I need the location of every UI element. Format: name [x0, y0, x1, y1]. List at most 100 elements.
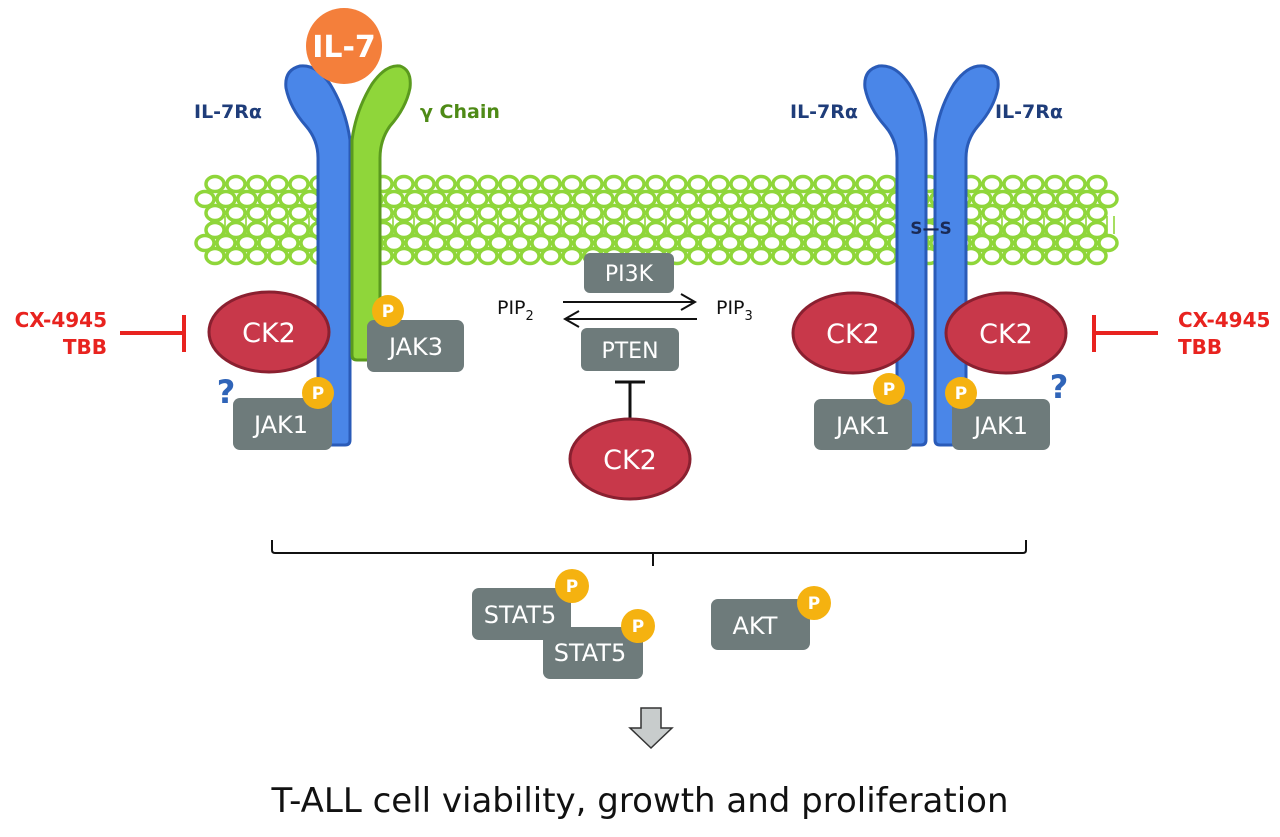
lipid-head [561, 220, 583, 240]
lipid-head [645, 220, 667, 240]
lipid-head [981, 203, 1003, 223]
lipid-head [267, 220, 289, 240]
lipid-head [435, 174, 457, 194]
lipid-head [876, 246, 898, 266]
pten-label: PTEN [601, 339, 658, 364]
phospho-label-jak1-left: P [312, 384, 324, 404]
lipid-head [981, 174, 1003, 194]
lipid-head [477, 203, 499, 223]
lipid-head [425, 233, 447, 253]
lipid-head [824, 233, 846, 253]
lipid-head [645, 174, 667, 194]
lipid-head [456, 220, 478, 240]
lipid-head [551, 233, 573, 253]
pip2-to-pip3-arrowhead [680, 293, 698, 311]
lipid-head [876, 174, 898, 194]
lipid-head [729, 220, 751, 240]
lipid-head [1086, 203, 1108, 223]
lipid-head [299, 189, 321, 209]
lipid-head [477, 220, 499, 240]
ck2-enzyme-center [568, 417, 692, 501]
lipid-head [719, 233, 741, 253]
lipid-head [414, 246, 436, 266]
lipid-head [687, 203, 709, 223]
lipid-head [435, 246, 457, 266]
ck2-label-left: CK2 [242, 318, 296, 349]
stat5-label-bottom: STAT5 [554, 639, 627, 667]
lipid-head [603, 174, 625, 194]
lipid-head [666, 220, 688, 240]
lipid-head [194, 233, 216, 253]
disulfide-bond-label: S—S [910, 219, 952, 239]
lipid-head [782, 233, 804, 253]
lipid-head [614, 189, 636, 209]
lipid-head [383, 189, 405, 209]
lipid-head [477, 246, 499, 266]
lipid-head [708, 174, 730, 194]
lipid-head [981, 220, 1003, 240]
lipid-head [813, 174, 835, 194]
lipid-head [488, 233, 510, 253]
jak1-label-left: JAK1 [252, 411, 308, 439]
il7r-alpha-label-left: IL-7Rα [194, 101, 262, 123]
ck2-label-right-a: CK2 [826, 319, 880, 350]
lipid-head [530, 189, 552, 209]
pten-box [581, 328, 679, 371]
il7-ligand [306, 8, 382, 84]
lipid-head [204, 174, 226, 194]
lipid-head [813, 220, 835, 240]
lipid-head [855, 220, 877, 240]
lipid-head [519, 246, 541, 266]
lipid-head [246, 246, 268, 266]
lipid-head [278, 189, 300, 209]
lipid-head [225, 203, 247, 223]
lipid-head [666, 174, 688, 194]
left-receptor-complex: IL-7 IL-7Rα γ Chain CK2 JAK3 P JAK1 P ? … [15, 8, 500, 450]
lipid-head [236, 189, 258, 209]
lipid-head [698, 189, 720, 209]
lipid-head [393, 220, 415, 240]
lipid-head [194, 189, 216, 209]
lipid-head [992, 233, 1014, 253]
lipid-head [1055, 233, 1077, 253]
phospho-label-jak1-right-a: P [883, 380, 895, 400]
lipid-head [393, 203, 415, 223]
lipid-head [1023, 203, 1045, 223]
lipid-head [971, 233, 993, 253]
lipid-head [761, 233, 783, 253]
phospho-label-stat5-top: P [566, 577, 578, 597]
lipid-head [561, 174, 583, 194]
lipid-head [246, 203, 268, 223]
lipid-head [1002, 246, 1024, 266]
lipid-head [750, 220, 772, 240]
lipid-head [687, 246, 709, 266]
lipid-head [540, 203, 562, 223]
lipid-head [582, 203, 604, 223]
lipid-head [971, 189, 993, 209]
lipid-head [488, 189, 510, 209]
lipid-head [824, 189, 846, 209]
lipid-head [677, 189, 699, 209]
lipid-head [1023, 246, 1045, 266]
lipid-head [593, 189, 615, 209]
lipid-head [414, 203, 436, 223]
lipid-head [992, 189, 1014, 209]
lipid-head [1086, 246, 1108, 266]
phospho-label-akt: P [808, 594, 820, 614]
lipid-head [792, 203, 814, 223]
lipid-head [425, 189, 447, 209]
lipid-head [750, 246, 772, 266]
lipid-head [792, 220, 814, 240]
lipid-head [698, 233, 720, 253]
lipid-head [1044, 203, 1066, 223]
gamma-chain-label: γ Chain [420, 101, 500, 123]
lipid-head [729, 174, 751, 194]
lipid-head [551, 189, 573, 209]
lipid-head [204, 203, 226, 223]
downstream-effectors: STAT5 STAT5 P P AKT P [472, 569, 831, 679]
lipid-head [236, 233, 258, 253]
jak1-label-right-a: JAK1 [834, 412, 890, 440]
lipid-head [509, 233, 531, 253]
pi3k-box [584, 253, 674, 293]
